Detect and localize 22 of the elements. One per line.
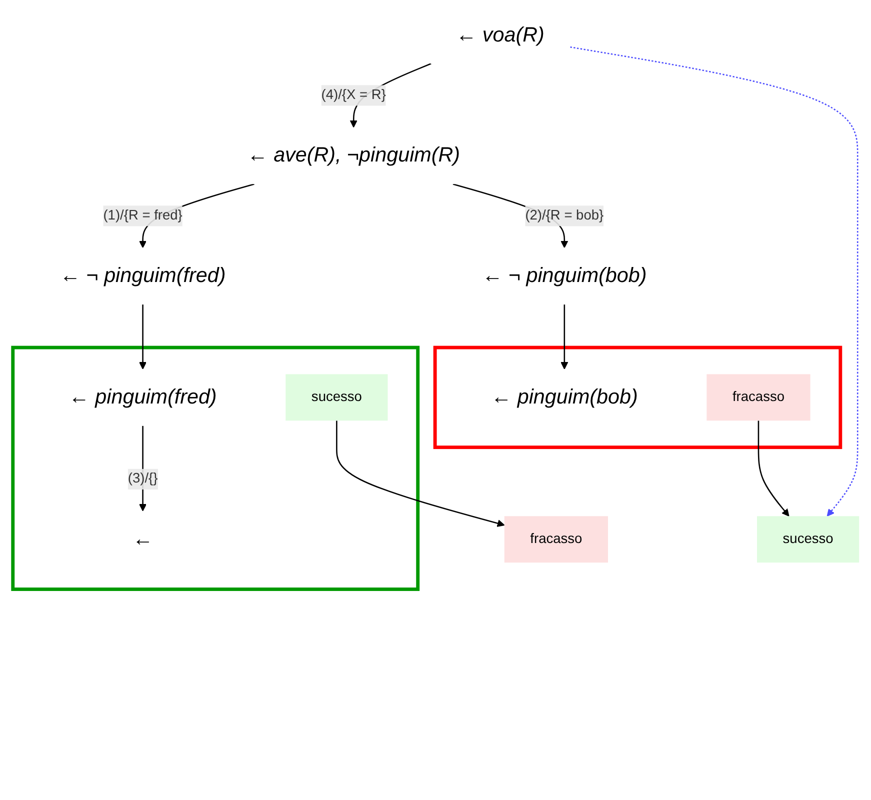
node-box: fracasso [706, 374, 810, 421]
edge-label: (3)/{} [127, 471, 158, 486]
arrow [570, 46, 858, 516]
arrow [138, 304, 146, 370]
node-text: ← ¬ pinguim(bob) [482, 264, 646, 288]
cluster [432, 346, 842, 450]
cluster [10, 346, 420, 591]
node-text: ← ¬ pinguim(fred) [59, 264, 226, 288]
node-text: ← [132, 527, 153, 551]
node-text: ← pinguim(bob) [490, 385, 638, 409]
node-box: sucesso [285, 374, 388, 421]
arrow [757, 420, 789, 516]
node-text: ← pinguim(fred) [68, 385, 216, 409]
node-text: ← voa(R) [456, 23, 544, 46]
node-box: sucesso [756, 516, 859, 563]
edge-label: (2)/{R = bob} [524, 208, 604, 223]
arrow [560, 304, 568, 370]
node-text: ← ave(R), ¬pinguim(R) [246, 144, 460, 167]
node-box: fracasso [504, 516, 608, 563]
arrow [336, 420, 504, 527]
edge-label: (1)/{R = fred} [102, 208, 182, 223]
edge-label: (4)/{X = R} [320, 88, 386, 102]
